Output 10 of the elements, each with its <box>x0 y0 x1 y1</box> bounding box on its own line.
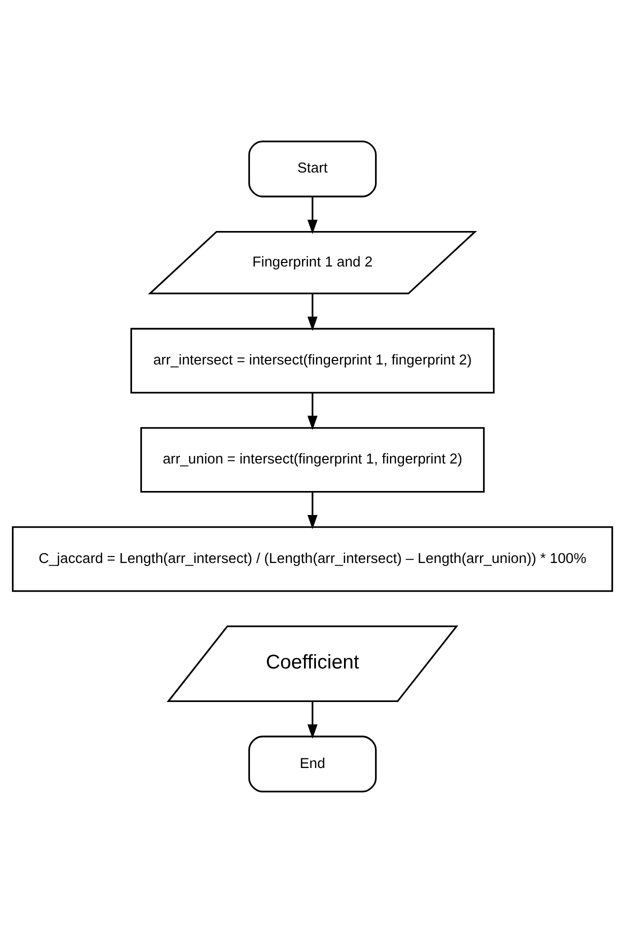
node-box: arr_union = intersect(fingerprint 1, fingerprint 2) <box>140 426 485 492</box>
arrow <box>307 293 318 330</box>
node-box: C_jaccard = Length(arr_intersect) / (Length(arr_intersect) – Length(arr_union)) * 100% <box>12 526 614 592</box>
node-box: arr_intersect = intersect(fingerprint 1, fingerprint 2) <box>130 327 495 393</box>
arrow <box>307 196 318 234</box>
arrow <box>307 392 318 430</box>
node-box: End <box>248 735 377 792</box>
node-box: Start <box>248 140 377 197</box>
arrow <box>307 492 318 529</box>
arrow <box>307 700 318 738</box>
